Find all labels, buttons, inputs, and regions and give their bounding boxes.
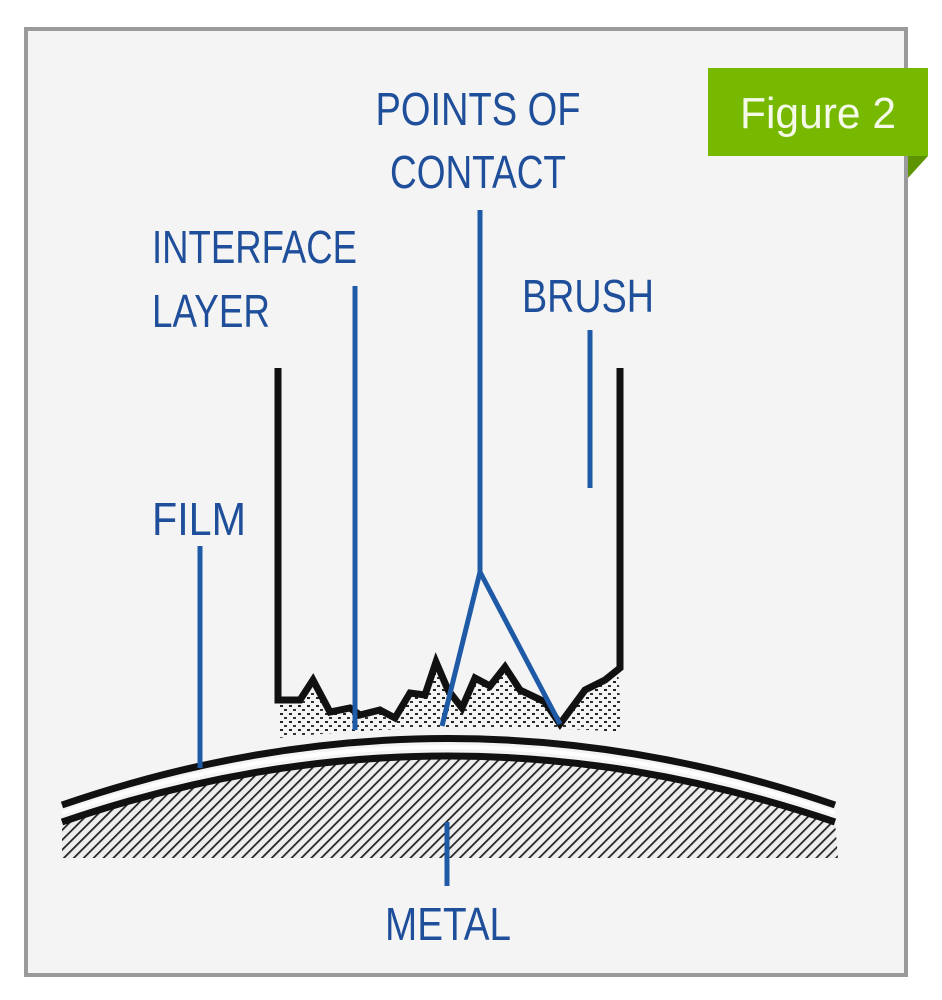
- figure-badge: Figure 2: [708, 68, 928, 178]
- metal-body: [62, 756, 838, 858]
- label-brush: BRUSH: [522, 270, 654, 322]
- metal-surface: [60, 752, 837, 826]
- film-layer: [60, 735, 837, 809]
- label-points-of-contact-2: CONTACT: [390, 146, 566, 198]
- brush-outline: [274, 368, 624, 731]
- film-inner-line: [61, 745, 836, 815]
- label-interface-layer-1: INTERFACE: [152, 221, 357, 273]
- label-metal: METAL: [385, 898, 511, 950]
- contact-leader-right: [477, 570, 563, 726]
- contact-leader-left: [439, 571, 483, 727]
- label-film: FILM: [152, 493, 246, 545]
- label-points-of-contact-1: POINTS OF: [376, 83, 581, 135]
- label-interface-layer-2: LAYER: [152, 285, 270, 337]
- figure-badge-label: Figure 2: [740, 89, 896, 138]
